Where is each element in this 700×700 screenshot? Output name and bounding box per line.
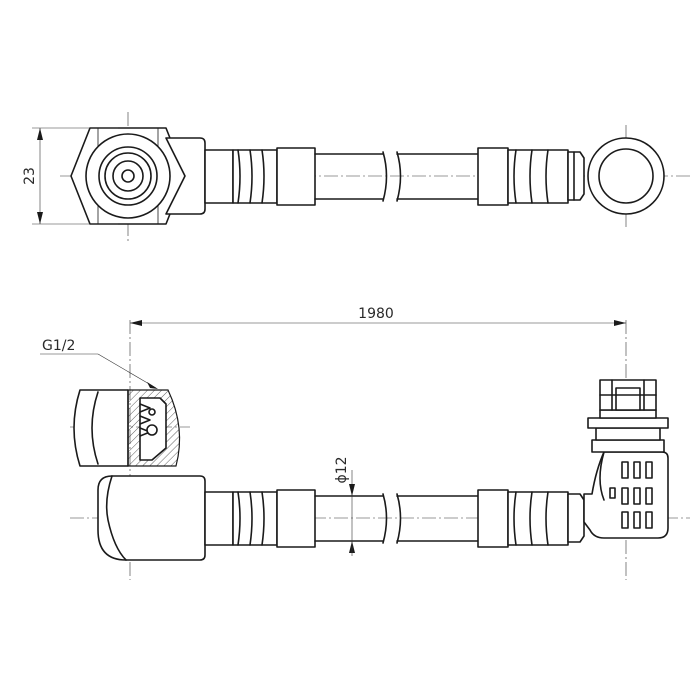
- thread-label: G1/2: [42, 338, 75, 354]
- ferrule-right-top: [477, 147, 585, 206]
- nut-section: [73, 389, 181, 467]
- top-view: 23: [22, 112, 690, 244]
- right-elbow-side: [583, 379, 669, 539]
- thread-callout: G1/2: [40, 338, 158, 389]
- side-view: 1980 G1/2: [40, 306, 690, 580]
- diameter-dimension-label: ϕ12: [334, 456, 350, 483]
- elbow-body-top: [165, 137, 206, 215]
- banjo-eye-top: [587, 137, 665, 215]
- length-dimension: 1980: [130, 306, 626, 326]
- hose-top: [314, 151, 479, 202]
- elbow-body-side: [97, 475, 206, 561]
- hose-side: [314, 493, 479, 544]
- hose-collar-top: [204, 149, 234, 204]
- ferrule-left-top: [232, 147, 316, 206]
- ferrule-right-side: [477, 489, 585, 548]
- diameter-dimension: ϕ12: [334, 456, 355, 556]
- hex-nut-top: [70, 127, 186, 225]
- height-dimension-label: 23: [22, 167, 38, 185]
- height-dimension: 23: [22, 127, 118, 225]
- ferrule-left-side: [232, 489, 316, 548]
- length-dimension-label: 1980: [358, 306, 394, 322]
- hose-collar-side: [204, 491, 234, 546]
